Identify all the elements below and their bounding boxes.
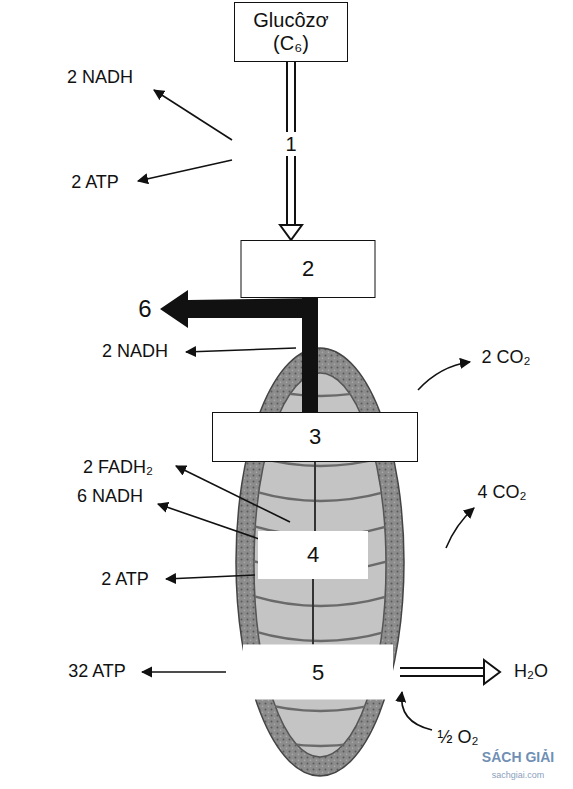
node-text: 5	[312, 659, 324, 684]
stage-patch: 4	[258, 531, 368, 579]
output-label: 2 ATP	[71, 173, 119, 193]
output-label: 2 FADH₂	[83, 458, 153, 478]
node-text: 4	[307, 542, 319, 567]
substrate-box: Glucôzơ (C₆)	[234, 2, 348, 62]
crista	[250, 630, 392, 641]
output-label: 6 NADH	[77, 487, 143, 507]
leader-arrow	[402, 692, 432, 730]
connector-line	[302, 298, 318, 412]
stage-patch: 5	[243, 645, 393, 700]
leader-arrow	[142, 671, 226, 673]
leader-arrow	[418, 362, 470, 390]
crista	[250, 490, 392, 501]
flow-connector	[313, 579, 314, 645]
crista	[250, 385, 392, 396]
illustration-part	[484, 660, 500, 684]
illustration-part	[138, 90, 474, 730]
connector-line	[312, 579, 314, 645]
watermark: sachgiai.com	[492, 771, 545, 781]
leader-arrow	[154, 90, 232, 140]
node-text: Glucôzơ (C₆)	[243, 9, 339, 55]
crista	[250, 595, 392, 606]
node-text: 3	[309, 424, 321, 449]
output-label: ½ O₂	[437, 728, 478, 748]
output-label: 2 ATP	[101, 570, 149, 590]
node-text: 2	[302, 256, 314, 281]
flow-connector	[280, 60, 302, 240]
output-label: 32 ATP	[68, 662, 126, 682]
leader-arrow	[158, 504, 262, 540]
leader-arrow	[138, 160, 232, 181]
leader-arrow	[176, 466, 290, 522]
output-label: 2 NADH	[67, 68, 133, 88]
output-label: 4 CO₂	[478, 483, 527, 503]
crista	[250, 735, 392, 746]
leader-arrow	[446, 508, 474, 548]
output-label: 2 CO₂	[482, 348, 531, 368]
flow-connector	[310, 298, 311, 412]
output-label: H₂O	[514, 662, 548, 682]
flow-connector	[315, 462, 316, 531]
output-label: 2 NADH	[102, 342, 168, 362]
connector-line	[314, 462, 316, 531]
watermark: SÁCH GIẢI	[482, 750, 554, 765]
stage-box: 2	[241, 240, 376, 298]
leader-arrow	[166, 575, 255, 579]
hollow-arrow	[398, 660, 500, 684]
arrow-head	[280, 225, 302, 240]
crista	[250, 700, 392, 711]
stage-box: 3	[212, 412, 418, 462]
output-label: 6	[138, 296, 151, 322]
illustration-part	[398, 669, 486, 675]
step-number: 1	[281, 132, 300, 156]
leader-arrow	[186, 348, 296, 352]
